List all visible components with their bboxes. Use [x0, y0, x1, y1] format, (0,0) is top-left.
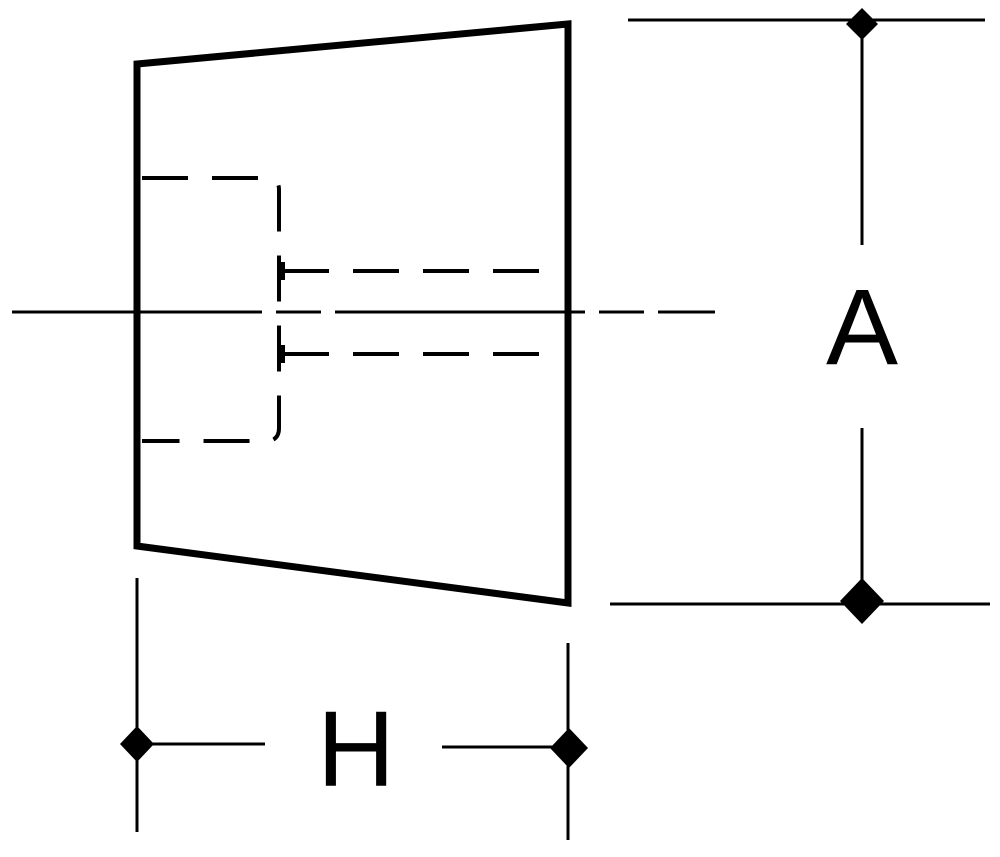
- dimension-marker-h-left: [120, 726, 154, 762]
- part-outline: [133, 20, 572, 607]
- hidden-counterbore: [142, 176, 281, 443]
- dimension-marker-a-bottom: [840, 578, 884, 624]
- dimension-label-a: A: [826, 266, 898, 387]
- dimension-marker-h-right: [550, 728, 588, 768]
- hidden-bore-lines: [142, 176, 561, 443]
- dimension-label-h: H: [317, 688, 395, 809]
- dimension-marker-a-top: [846, 8, 878, 40]
